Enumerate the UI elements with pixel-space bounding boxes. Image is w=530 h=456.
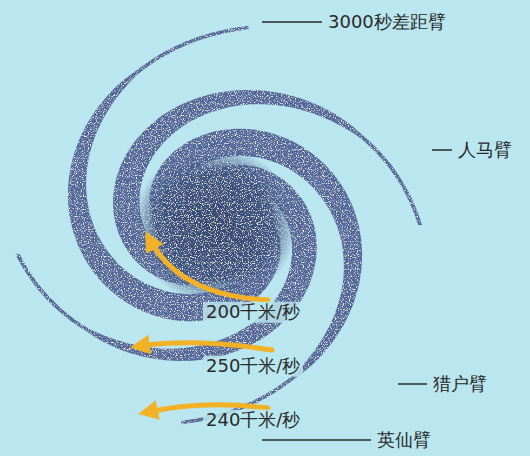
arm-label: 3000秒差距臂 <box>328 12 446 33</box>
speed-label: 250千米/秒 <box>203 356 303 377</box>
speed-label: 200千米/秒 <box>203 302 303 323</box>
galactic-core <box>133 147 297 303</box>
arm-label: 猎户臂 <box>433 374 487 395</box>
leader-line <box>262 21 322 23</box>
leader-line <box>262 439 371 441</box>
speed-label: 240千米/秒 <box>203 410 303 431</box>
leader-line <box>432 149 452 151</box>
leader-line <box>398 383 427 385</box>
spiral-arms <box>15 26 422 425</box>
rotation-arrow <box>150 240 268 300</box>
arm-label: 英仙臂 <box>377 430 431 451</box>
rotation-arrow <box>140 343 272 350</box>
arm-label: 人马臂 <box>458 140 512 161</box>
